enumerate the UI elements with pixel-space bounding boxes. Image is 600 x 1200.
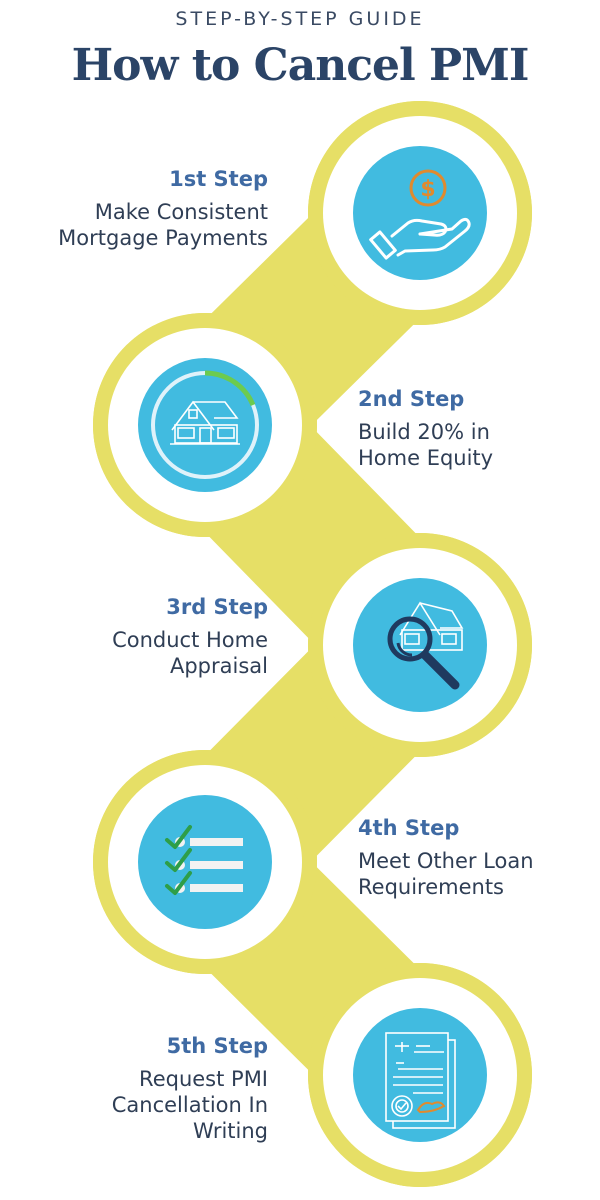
step-5: 5th Step Request PMI Cancellation In Wri… — [0, 1034, 268, 1144]
step-4: 4th Step Meet Other Loan Requirements — [358, 816, 600, 900]
step-heading: 2nd Step — [358, 387, 465, 411]
step-description: Build 20% in Home Equity — [358, 420, 494, 470]
step-3: 3rd Step Conduct Home Appraisal — [0, 595, 268, 679]
step-description: Request PMI Cancellation In Writing — [111, 1067, 268, 1143]
step-description: Conduct Home Appraisal — [112, 628, 268, 678]
step-2: 2nd Step Build 20% in Home Equity — [358, 387, 600, 471]
guide-subtitle: STEP-BY-STEP GUIDE — [175, 8, 425, 30]
step-heading: 4th Step — [358, 816, 460, 840]
svg-text:$: $ — [420, 177, 435, 202]
page-title: How to Cancel PMI — [71, 40, 530, 91]
house-progress-icon — [151, 370, 259, 479]
house-magnifier-icon — [387, 601, 464, 690]
step-1: 1st Step Make Consistent Mortgage Paymen… — [0, 167, 268, 251]
legal-document-icon — [385, 1032, 456, 1129]
step-description: Meet Other Loan Requirements — [358, 849, 534, 899]
checklist-icon — [165, 825, 243, 895]
step-description: Make Consistent Mortgage Payments — [58, 200, 268, 250]
hand-coin-icon: $ — [369, 169, 471, 260]
step-heading: 1st Step — [169, 167, 268, 191]
step-heading: 3rd Step — [166, 595, 268, 619]
step-heading: 5th Step — [166, 1034, 268, 1058]
